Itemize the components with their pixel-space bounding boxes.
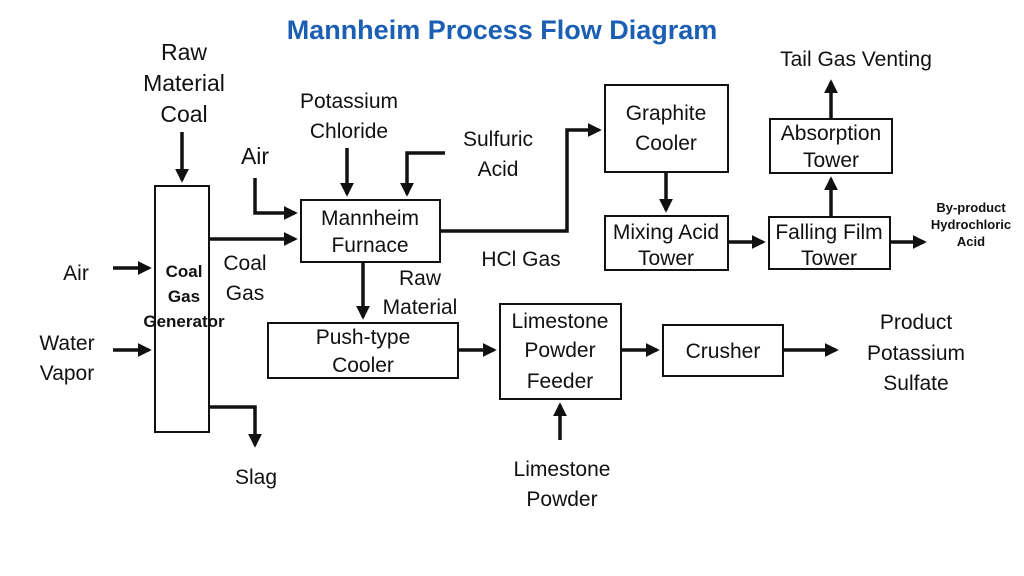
svg-text:Material: Material — [143, 70, 225, 96]
svg-text:Product: Product — [880, 311, 953, 334]
limestone-powder-feeder-line-1: Limestone — [512, 310, 609, 333]
label-tail-gas-venting: Tail Gas Venting — [780, 48, 932, 71]
arrow-generator-to-slag — [209, 405, 262, 448]
arrow-hcl-gas-to-graphite-cooler — [440, 123, 602, 233]
svg-text:Coal: Coal — [223, 252, 266, 275]
svg-text:Coal: Coal — [160, 101, 207, 127]
svg-text:Acid: Acid — [957, 234, 985, 249]
svg-text:Raw: Raw — [161, 39, 207, 65]
node-coal-gas-generator: Coal Gas Generator — [143, 185, 225, 433]
label-water-vapor: Water Vapor — [39, 332, 94, 385]
coal-gas-generator-line-3: Generator — [143, 312, 225, 331]
node-limestone-powder-feeder: Limestone Powder Feeder — [499, 303, 622, 400]
svg-text:Gas: Gas — [226, 282, 265, 305]
crusher-label: Crusher — [686, 340, 761, 363]
coal-gas-generator-line-1: Coal — [166, 262, 203, 281]
node-crusher: Crusher — [662, 324, 784, 377]
node-graphite-cooler: Graphite Cooler — [604, 84, 729, 173]
limestone-powder-feeder-line-2: Powder — [524, 339, 595, 362]
label-hcl-gas: HCl Gas — [481, 248, 560, 271]
svg-text:By-product: By-product — [936, 200, 1006, 215]
mixing-acid-tower-line-2: Tower — [638, 247, 694, 270]
falling-film-tower-line-2: Tower — [801, 247, 857, 270]
svg-text:Hydrochloric: Hydrochloric — [931, 217, 1011, 232]
push-type-cooler-line-2: Cooler — [332, 354, 394, 377]
label-byproduct-hydrochloric-acid: By-product Hydrochloric Acid — [931, 200, 1011, 249]
push-type-cooler-line-1: Push-type — [316, 326, 411, 349]
svg-text:Material: Material — [383, 296, 458, 319]
svg-text:Powder: Powder — [526, 488, 597, 511]
arrow-air-to-furnace — [253, 178, 298, 220]
label-raw-material-coal: Raw Material Coal — [143, 39, 225, 127]
label-limestone-powder: Limestone Powder — [514, 458, 611, 511]
diagram-title: Mannheim Process Flow Diagram — [287, 15, 718, 45]
label-sulfuric-acid: Sulfuric Acid — [463, 128, 533, 181]
graphite-cooler-line-2: Cooler — [635, 132, 697, 155]
node-absorption-tower: Absorption Tower — [769, 118, 893, 174]
coal-gas-generator-line-2: Gas — [168, 287, 200, 306]
label-air-furnace: Air — [241, 143, 269, 169]
falling-film-tower-line-1: Falling Film — [775, 221, 882, 244]
svg-text:Vapor: Vapor — [40, 362, 94, 385]
label-coal-gas: Coal Gas — [223, 252, 266, 305]
svg-text:Sulfuric: Sulfuric — [463, 128, 533, 151]
node-falling-film-tower: Falling Film Tower — [768, 216, 891, 270]
label-air-generator: Air — [63, 262, 89, 285]
arrow-sulfuric-acid-to-furnace — [400, 151, 445, 197]
mannheim-furnace-line-1: Mannheim — [321, 207, 419, 230]
svg-text:Limestone: Limestone — [514, 458, 611, 481]
svg-text:Chloride: Chloride — [310, 120, 388, 143]
label-slag: Slag — [235, 466, 277, 489]
svg-text:Water: Water — [39, 332, 94, 355]
label-raw-material: Raw Material — [383, 267, 458, 319]
label-product-potassium-sulfate: Product Potassium Sulfate — [867, 311, 965, 395]
node-mannheim-furnace: Mannheim Furnace — [300, 199, 441, 263]
label-potassium-chloride: Potassium Chloride — [300, 90, 398, 143]
node-mixing-acid-tower: Mixing Acid Tower — [604, 215, 729, 271]
svg-text:Raw: Raw — [399, 267, 442, 290]
svg-text:Sulfate: Sulfate — [883, 372, 948, 395]
node-push-type-cooler: Push-type Cooler — [267, 322, 459, 379]
svg-text:Potassium: Potassium — [867, 342, 965, 365]
absorption-tower-line-2: Tower — [803, 149, 859, 172]
svg-text:Acid: Acid — [478, 158, 519, 181]
graphite-cooler-line-1: Graphite — [626, 102, 707, 125]
mannheim-furnace-line-2: Furnace — [331, 234, 408, 257]
absorption-tower-line-1: Absorption — [781, 122, 881, 145]
limestone-powder-feeder-line-3: Feeder — [527, 370, 594, 393]
svg-text:Potassium: Potassium — [300, 90, 398, 113]
mixing-acid-tower-line-1: Mixing Acid — [613, 221, 719, 244]
